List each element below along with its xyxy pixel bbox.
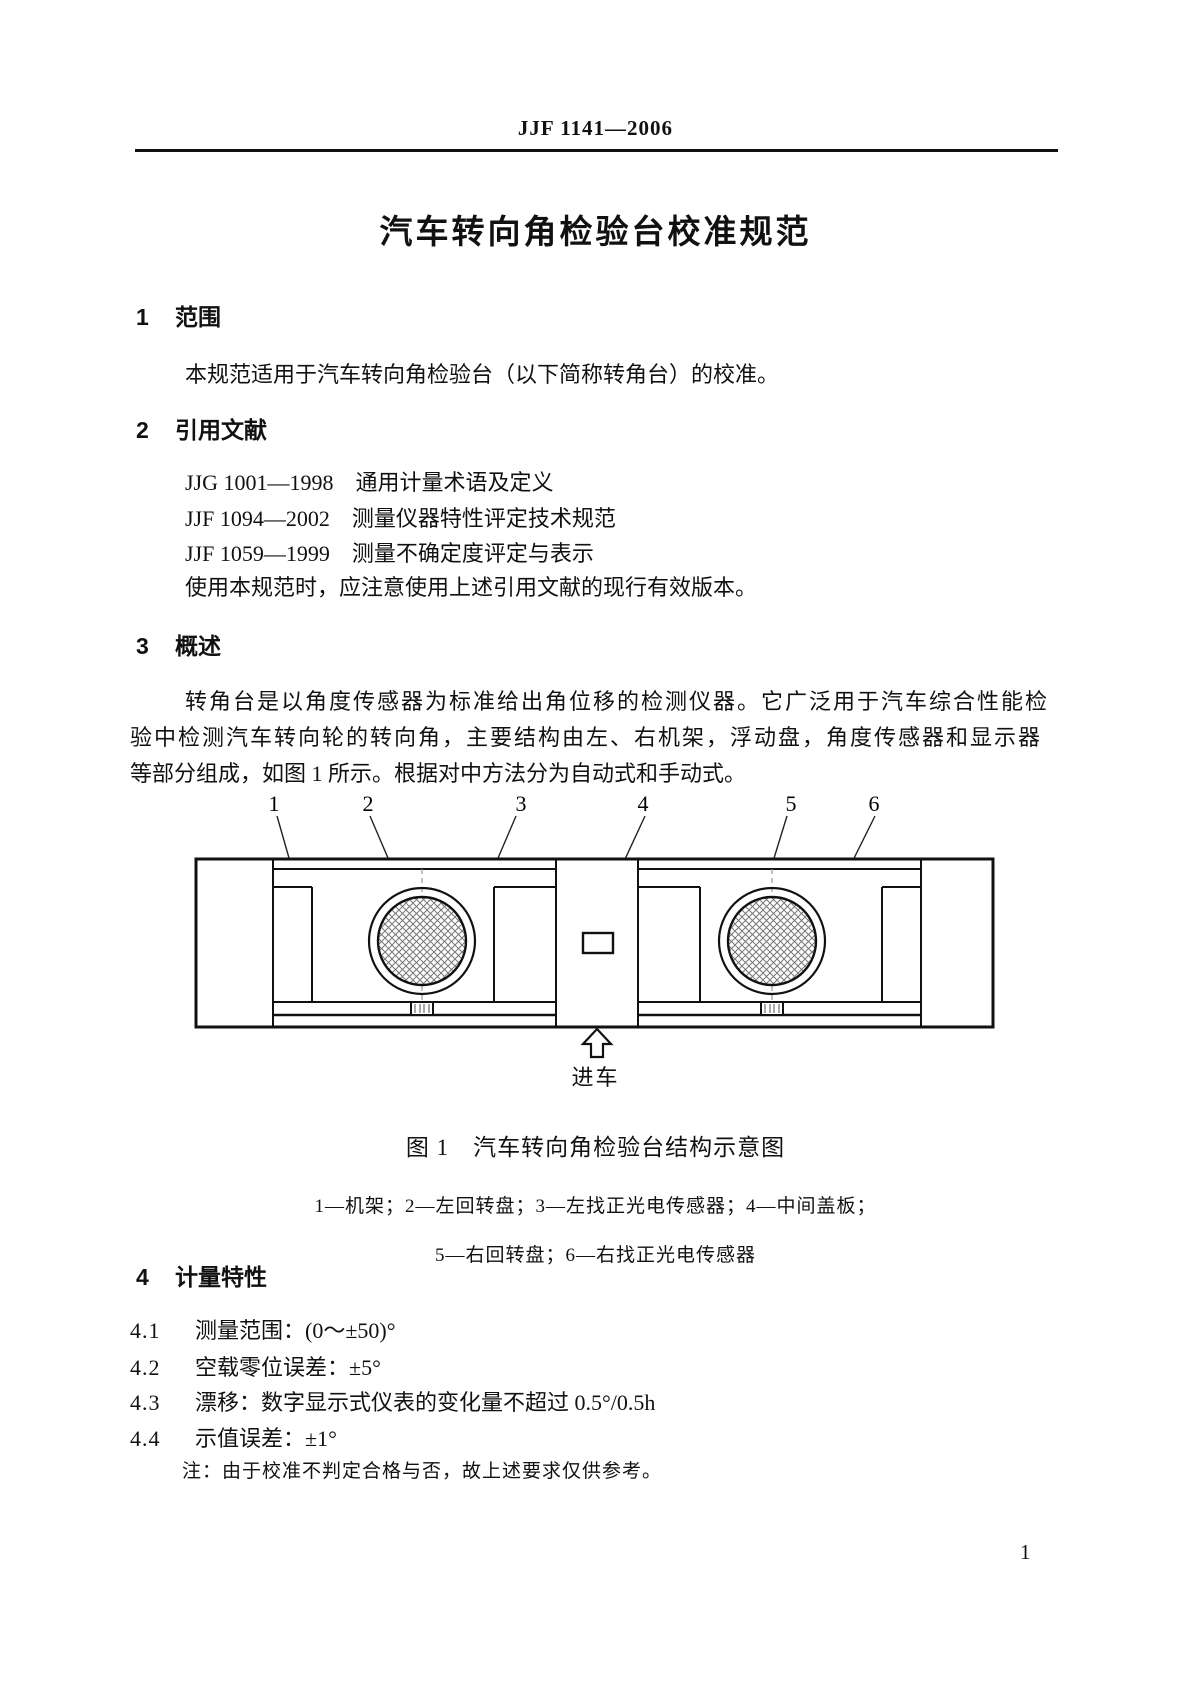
entry-direction-label: 进车 [571, 1065, 620, 1090]
section-2-header: 2 引用文献 [136, 411, 267, 445]
center-lines [421, 869, 773, 1012]
left-turntable-outer [367, 886, 477, 996]
part-label-6: 6 [869, 791, 880, 816]
section-4-note: 注：由于校准不判定合格与否，故上述要求仅供参考。 [182, 1461, 663, 1482]
section-1-header: 1 范围 [136, 298, 221, 332]
header-rule [135, 149, 1058, 152]
part-label-3: 3 [516, 791, 527, 816]
part-label-1: 1 [269, 791, 280, 816]
reference-item: JJF 1059—1999 测量不确定度评定与表示 [185, 541, 594, 566]
section-3-header: 3 概述 [136, 627, 221, 661]
section-2-title: 引用文献 [175, 417, 267, 443]
left-turntable [376, 895, 468, 987]
section-4-header: 4 计量特性 [136, 1258, 267, 1292]
figure-legend-line-1: 1—机架；2—左回转盘；3—左找正光电传感器；4—中间盖板； [314, 1196, 877, 1217]
part-label-4: 4 [638, 791, 649, 816]
right-turntable-outer [717, 886, 827, 996]
metric-item-4-4: 4.4 示值误差：±1° [130, 1421, 337, 1453]
metric-item-4-2: 4.2 空载零位误差：±5° [130, 1350, 381, 1382]
metric-number: 4.2 [130, 1355, 161, 1380]
section-4-title: 计量特性 [175, 1264, 267, 1290]
reference-item: JJF 1094—2002 测量仪器特性评定技术规范 [185, 506, 616, 531]
section-4-number: 4 [136, 1264, 149, 1290]
section-3-line: 等部分组成，如图 1 所示。根据对中方法分为自动式和手动式。 [130, 761, 747, 786]
left-sensor [410, 1001, 434, 1016]
metric-number: 4.4 [130, 1426, 161, 1451]
metric-text: 示值误差：±1° [195, 1426, 337, 1451]
section-3-title: 概述 [175, 633, 221, 659]
entry-arrow-icon [580, 1027, 614, 1059]
section-3-line: 转角台是以角度传感器为标准给出角位移的检测仪器。它广泛用于汽车综合性能检 [185, 689, 1050, 714]
section-2-number: 2 [136, 417, 149, 443]
document-code-header: JJF 1141—2006 [517, 116, 674, 140]
page-title: 汽车转向角检验台校准规范 [379, 213, 812, 250]
cover-plate-window [581, 931, 615, 955]
right-turntable [726, 895, 818, 987]
part-label-5: 5 [786, 791, 797, 816]
figure-caption: 图 1 汽车转向角检验台结构示意图 [405, 1135, 786, 1160]
bench-structure [272, 859, 922, 1027]
metric-item-4-1: 4.1 测量范围：(0～±50)° [130, 1313, 396, 1345]
figure-legend-line-2: 5—右回转盘；6—右找正光电传感器 [434, 1245, 756, 1266]
metric-number: 4.3 [130, 1390, 161, 1415]
section-1-title: 范围 [175, 304, 221, 330]
page-number: 1 [1020, 1540, 1031, 1564]
metric-text: 漂移：数字显示式仪表的变化量不超过 0.5°/0.5h [195, 1390, 656, 1415]
figure-diagram: 1 2 3 4 5 6 [194, 791, 995, 1059]
metric-text: 空载零位误差：±5° [195, 1355, 381, 1380]
section-1-body: 本规范适用于汽车转向角检验台（以下简称转角台）的校准。 [185, 362, 780, 387]
metric-text: 测量范围：(0～±50)° [195, 1318, 396, 1343]
metric-number: 4.1 [130, 1318, 161, 1343]
section-3-number: 3 [136, 633, 149, 659]
right-sensor [760, 1001, 784, 1016]
bench-outer-frame [194, 857, 995, 1029]
reference-item: JJG 1001—1998 通用计量术语及定义 [185, 470, 554, 495]
section-3-line: 验中检测汽车转向轮的转向角，主要结构由左、右机架，浮动盘，角度传感器和显示器 [130, 725, 1043, 750]
section-1-number: 1 [136, 304, 149, 330]
part-label-2: 2 [363, 791, 374, 816]
section-2-note: 使用本规范时，应注意使用上述引用文献的现行有效版本。 [185, 575, 758, 600]
metric-item-4-3: 4.3 漂移：数字显示式仪表的变化量不超过 0.5°/0.5h [130, 1385, 655, 1417]
